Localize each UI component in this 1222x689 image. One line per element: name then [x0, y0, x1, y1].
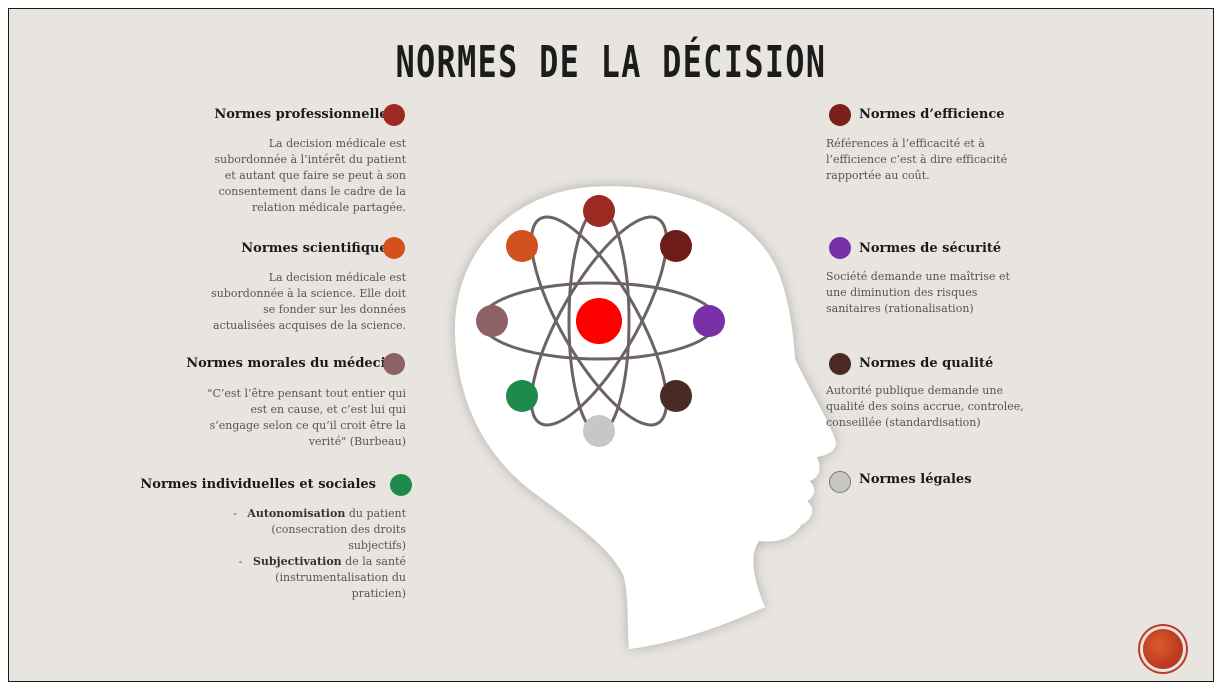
electron-upper-left: [506, 230, 538, 262]
head-shape: [454, 186, 836, 649]
logo-icon: [1143, 629, 1183, 669]
head-silhouette: [454, 186, 836, 649]
label-normes-individuelles: Normes individuelles et sociales: [140, 477, 376, 492]
dot-normes-qualite: [829, 353, 851, 375]
label-normes-qualite: Normes de qualité: [859, 356, 994, 371]
atom-diagram: [476, 195, 725, 447]
label-normes-scientifiques: Normes scientifiques: [241, 241, 395, 256]
desc-normes-qualite: Autorité publique demande une qualité de…: [826, 384, 1024, 429]
desc-normes-professionnelles: La decision médicale est subordonnée à l…: [214, 137, 406, 214]
label-normes-morales: Normes morales du médecin: [186, 356, 395, 371]
dot-normes-securite: [829, 237, 851, 259]
page-title: NORMES DE LA DÉCISION: [395, 37, 827, 88]
dot-normes-individuelles: [390, 474, 412, 496]
desc-normes-efficience: Références à l’efficacité et à l’efficie…: [826, 137, 1008, 182]
electron-lower-right: [660, 380, 692, 412]
electron-upper-right: [660, 230, 692, 262]
label-normes-legales: Normes légales: [859, 472, 972, 487]
label-normes-securite: Normes de sécurité: [859, 241, 1002, 256]
desc-normes-securite: Société demande une maîtrise et une dimi…: [826, 270, 1010, 315]
dot-normes-legales: [829, 471, 851, 493]
desc-normes-scientifiques: La decision médicale est subordonnée à l…: [211, 271, 406, 332]
dot-normes-efficience: [829, 104, 851, 126]
electron-lower-left: [506, 380, 538, 412]
nucleus: [576, 298, 622, 344]
dot-normes-morales: [383, 353, 405, 375]
label-normes-professionnelles: Normes professionnelles: [214, 107, 395, 122]
electron-right: [693, 305, 725, 337]
dot-normes-professionnelles: [383, 104, 405, 126]
desc-normes-individuelles: - Autonomisation du patient (consecratio…: [233, 507, 406, 600]
electron-top: [583, 195, 615, 227]
electron-left: [476, 305, 508, 337]
slide: NORMES DE LA DÉCISION Normes professionn…: [8, 8, 1214, 682]
orbit-1: [529, 215, 669, 427]
orbit-2: [529, 215, 669, 427]
electron-bottom: [583, 415, 615, 447]
label-normes-efficience: Normes d’efficience: [859, 107, 1005, 122]
desc-normes-morales: "C’est l’être pensant tout entier qui es…: [207, 387, 406, 448]
dot-normes-scientifiques: [383, 237, 405, 259]
